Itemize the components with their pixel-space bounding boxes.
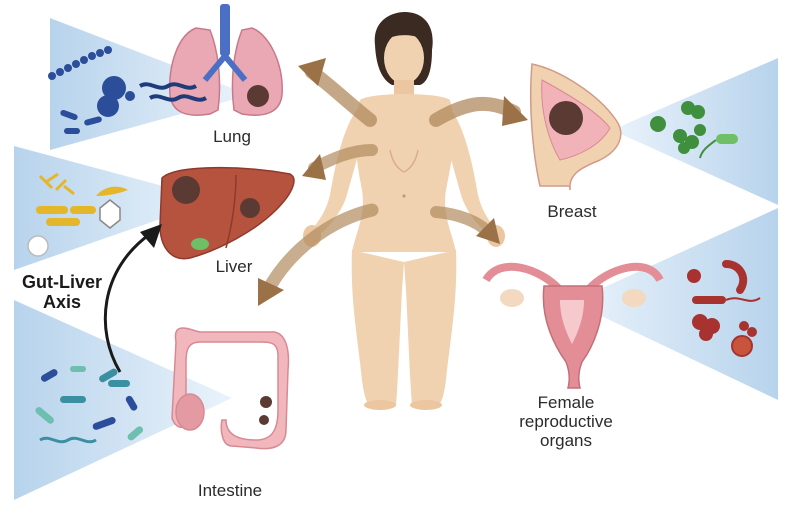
label-lung: Lung (213, 127, 251, 146)
label-breast: Breast (547, 202, 596, 221)
liver-tumor-1 (172, 176, 200, 204)
breast-illustration (531, 64, 621, 190)
breast-tumor (549, 101, 583, 135)
liver-tumor-2 (240, 198, 260, 218)
arrow-to-lung (312, 72, 370, 120)
female-body-figure (303, 12, 505, 410)
label-gut-liver-axis-line1: Gut-Liver (22, 272, 102, 292)
label-female-reproductive-line1: Female (538, 393, 595, 412)
arrow-to-breast (436, 104, 514, 120)
liver-illustration (160, 168, 294, 259)
label-female-reproductive-line2: reproductive (519, 412, 613, 431)
label-gut-liver-axis-line2: Axis (43, 292, 81, 312)
lung-tumor (247, 85, 269, 107)
label-intestine: Intestine (198, 481, 262, 500)
label-liver: Liver (216, 257, 253, 276)
label-female-reproductive-line3: organs (540, 431, 592, 450)
